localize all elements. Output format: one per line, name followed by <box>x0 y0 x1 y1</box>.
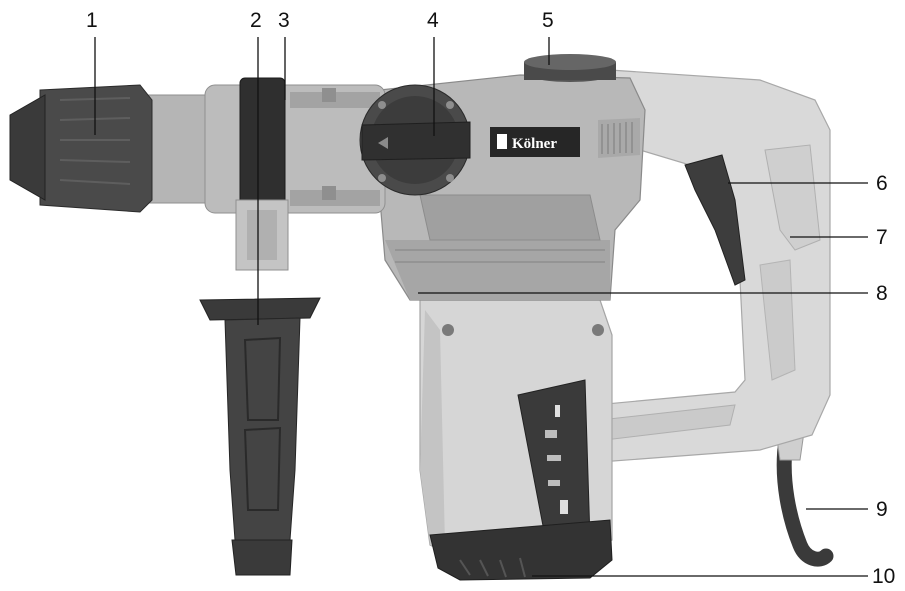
brand-logo-text: Kölner <box>512 136 557 152</box>
callout-8: 8 <box>876 282 888 305</box>
brand-plate: Kölner <box>490 127 580 157</box>
top-cap <box>524 54 616 82</box>
mode-selector-knob <box>359 84 471 196</box>
trigger-switch <box>684 154 746 286</box>
chuck <box>9 84 153 213</box>
callout-labels: 1 2 3 4 5 6 7 8 9 10 <box>86 9 895 588</box>
callout-2: 2 <box>250 9 262 32</box>
leader-lines <box>94 37 868 577</box>
power-cord <box>774 424 834 567</box>
callout-7: 7 <box>876 226 888 249</box>
callout-9: 9 <box>876 498 888 521</box>
callout-4: 4 <box>427 9 439 32</box>
motor-end-cap <box>429 519 613 581</box>
rear-handle <box>559 69 831 463</box>
callout-1: 1 <box>86 9 98 32</box>
callout-10: 10 <box>872 565 895 588</box>
callout-6: 6 <box>876 172 888 195</box>
callout-5: 5 <box>542 9 554 32</box>
callout-3: 3 <box>278 9 290 32</box>
side-handle <box>199 297 321 576</box>
side-handle-clamp <box>235 77 289 271</box>
